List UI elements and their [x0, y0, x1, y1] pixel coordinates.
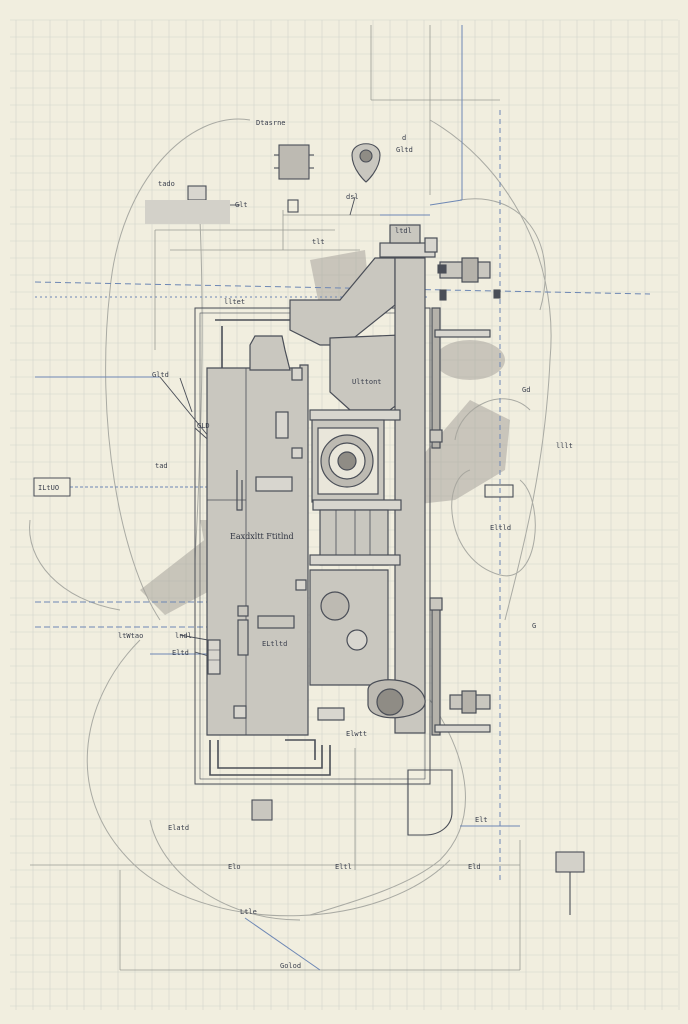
label-bottom-6: Ltle [240, 908, 257, 916]
left-tag-box [33, 477, 71, 497]
label-bottom-7: Golod [280, 962, 301, 970]
label-left-callout-5: lndl [175, 632, 192, 640]
control-panel [206, 364, 309, 736]
label-top-center: Dtasrne [256, 119, 286, 127]
label-right-mid: Eltld [490, 524, 511, 532]
label-small-box-1: dsl [346, 193, 359, 201]
labels: Dtasrne d Gltd tado dsl Glt tlt lltet lt… [33, 119, 573, 970]
label-small-box-2: Glt [235, 201, 248, 209]
label-bottom-3: Eltl [335, 863, 352, 871]
label-bottom-2: Elo [228, 863, 241, 871]
label-bottom-1: Elatd [168, 824, 189, 832]
label-left-small: tado [158, 180, 175, 188]
label-left-callout-6: Eltd [172, 649, 189, 657]
label-panel-small: ELtltd [262, 640, 287, 648]
label-left-box: ILtUO [38, 484, 59, 492]
label-upper-mid-2: ltdl [395, 227, 412, 235]
label-top-right: Gltd [396, 146, 413, 154]
label-left-callout-4: ltWtao [118, 632, 143, 640]
label-small-box-3: tlt [312, 238, 325, 246]
label-left-callout-1: Gltd [152, 371, 169, 379]
label-right-small-2: lllt [556, 442, 573, 450]
label-panel-main: Eaxdxltt Ftitlnd [230, 532, 294, 541]
blue-lines [34, 25, 651, 971]
label-right-small-1: Gd [522, 386, 530, 394]
label-top-right-small: d [402, 134, 406, 142]
label-left-callout-3: tad [155, 462, 168, 470]
gearbox-assembly [249, 224, 436, 734]
label-bottom-5: Elt [475, 816, 488, 824]
component-symbols [145, 143, 585, 915]
label-right-lower: G [532, 622, 536, 630]
label-upper-mid-1: lltet [224, 298, 245, 306]
label-mid-part: Ulttont [352, 378, 382, 386]
label-bottom-4: Eld [468, 863, 481, 871]
label-left-callout-2: GLD [197, 422, 210, 430]
lead-screws [424, 237, 491, 736]
label-panel-lower: Elwtt [346, 730, 367, 738]
